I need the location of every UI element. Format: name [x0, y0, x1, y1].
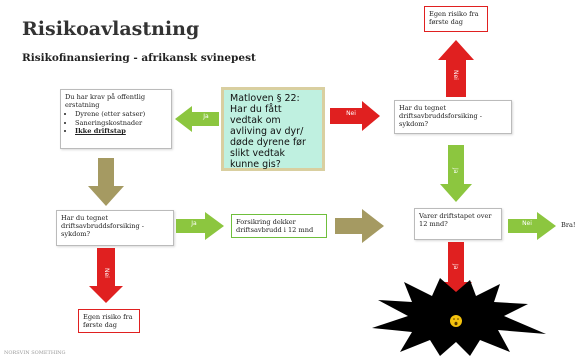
own-risk-bottom-box: Egen risiko fra første dag — [78, 309, 140, 333]
label-duration-to-explosion: Ja — [452, 264, 459, 270]
arrow-duration-to-good — [508, 212, 556, 240]
arrow-insured-top-to-risk — [438, 40, 474, 97]
label-insured-left-to-coverage: Ja — [191, 220, 197, 227]
label-law-to-claim: Ja — [203, 113, 209, 120]
arrow-insured-left-to-coverage — [176, 212, 224, 240]
insured-top-box: Har du tegnet driftsavbruddsforsiking - … — [394, 100, 512, 134]
claim-list: Dyrene (etter satser) Saneringskostnader… — [65, 110, 167, 135]
claim-item: Dyrene (etter satser) — [75, 110, 167, 118]
label-law-to-insured: Nei — [346, 110, 356, 117]
good-label: Bra! — [561, 221, 576, 229]
label-insured-left-to-risk: Nei — [103, 268, 110, 278]
label-insured-top-to-duration: Ja — [452, 168, 459, 174]
label-insured-top-to-risk: Nei — [452, 70, 459, 80]
surprised-face-icon — [450, 315, 462, 327]
insured-left-box: Har du tegnet driftsavbruddsforsiking - … — [56, 210, 174, 246]
slide-title: Risikoavlastning — [22, 18, 200, 40]
claim-item: Saneringskostnader — [75, 119, 167, 127]
claim-box: Du har krav på offentlig erstatning Dyre… — [60, 89, 172, 149]
law-question-box: Matloven § 22: Har du fått vedtak om avl… — [221, 87, 325, 171]
arrow-claim-to-insured-left — [88, 158, 124, 206]
arrow-insured-top-to-duration — [440, 145, 472, 202]
claim-item: Ikke driftstap — [75, 127, 167, 135]
coverage-box: Forsikring dekker driftsavbrudd i 12 mnd — [231, 214, 327, 238]
label-duration-to-good: Nei — [522, 220, 532, 227]
own-risk-top-box: Egen risiko fra første dag — [424, 6, 488, 32]
arrow-coverage-to-duration — [335, 209, 384, 243]
slide-subtitle: Risikofinansiering - afrikansk svinepest — [22, 52, 256, 64]
arrow-insured-left-to-risk — [89, 248, 123, 303]
arrow-law-to-claim — [175, 106, 219, 132]
duration-box: Varer driftstapet over 12 mnd? — [414, 208, 502, 240]
slide-footer: NORSVIN SOMETHING — [4, 350, 66, 356]
arrow-law-to-insured — [330, 101, 380, 131]
claim-heading: Du har krav på offentlig erstatning — [65, 93, 146, 110]
